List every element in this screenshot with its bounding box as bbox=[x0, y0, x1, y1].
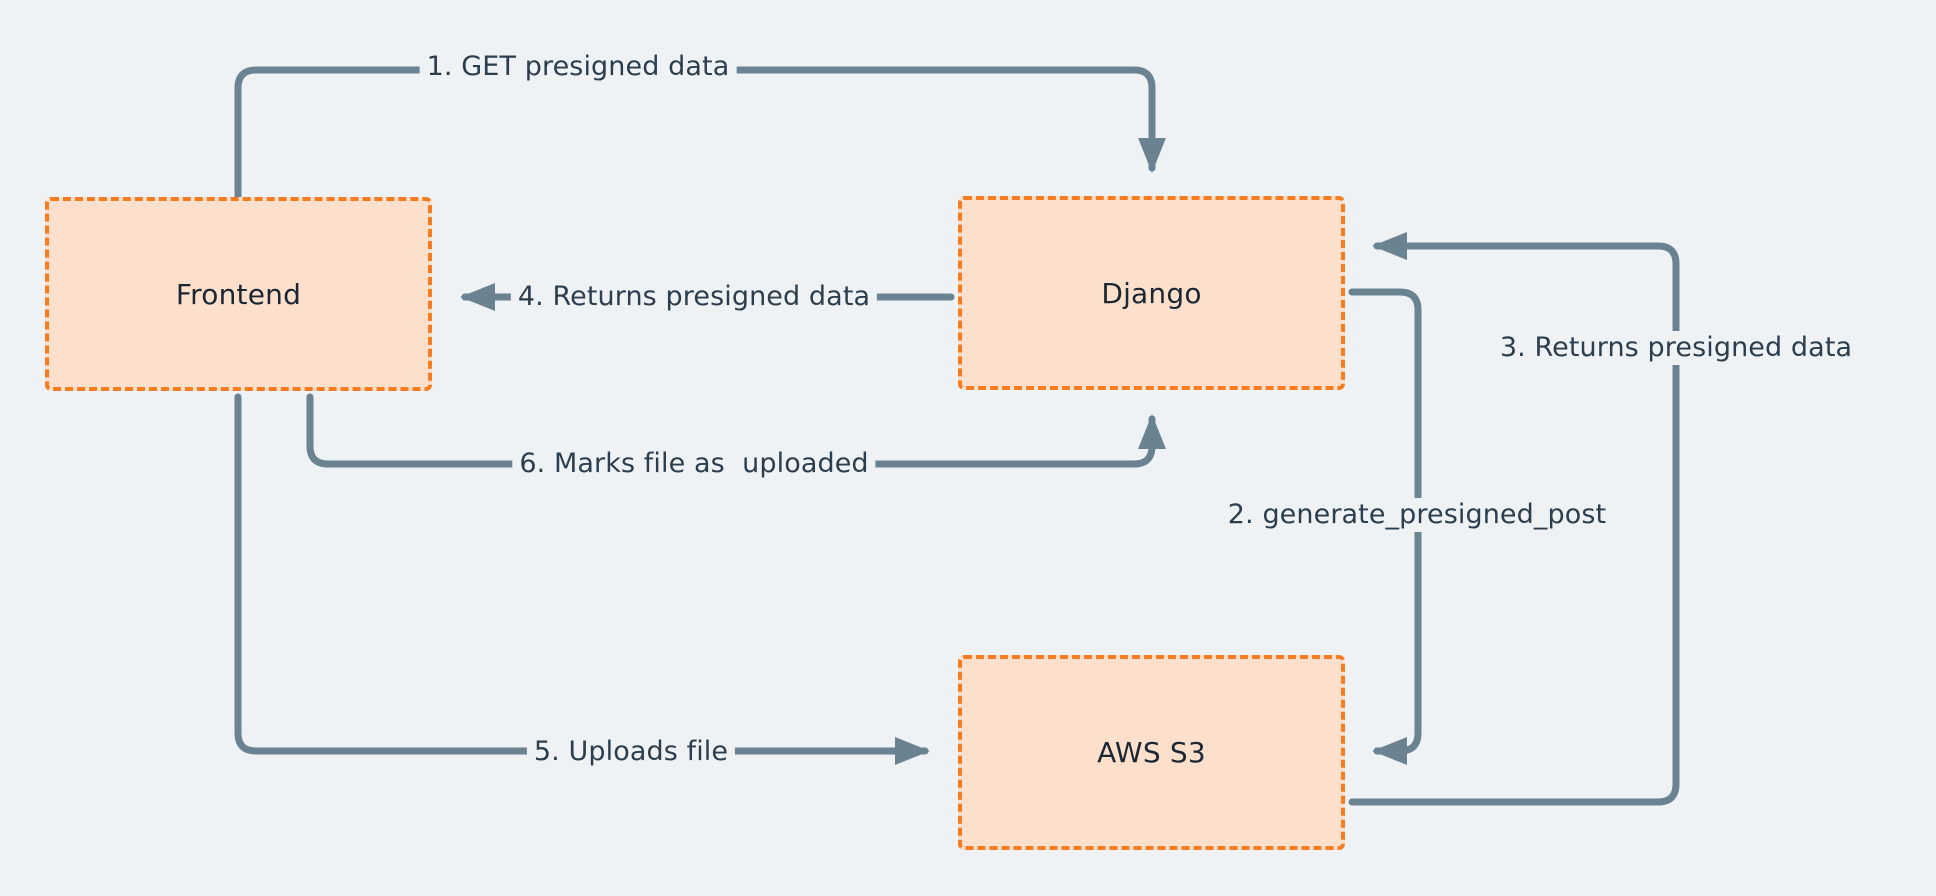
node-aws-s3-label: AWS S3 bbox=[1097, 736, 1206, 769]
node-frontend[interactable]: Frontend bbox=[45, 197, 432, 391]
edge-path-step3 bbox=[1348, 232, 1680, 806]
node-django[interactable]: Django bbox=[958, 196, 1345, 390]
edge-path-step5 bbox=[234, 393, 930, 765]
edge-label-step5: 5. Uploads file bbox=[526, 735, 736, 769]
edge-label-step6: 6. Marks file as uploaded bbox=[512, 447, 876, 481]
node-frontend-label: Frontend bbox=[175, 277, 302, 311]
node-django-label: Django bbox=[1101, 276, 1202, 310]
edge-path-step1 bbox=[234, 66, 1166, 200]
edge-label-step4: 4. Returns presigned data bbox=[510, 280, 878, 314]
edge-label-step2: 2. generate_presigned_post bbox=[1220, 498, 1614, 532]
edge-label-step1: 1. GET presigned data bbox=[419, 50, 737, 84]
edge-label-step3: 3. Returns presigned data bbox=[1492, 331, 1860, 365]
node-aws-s3[interactable]: AWS S3 bbox=[958, 655, 1345, 850]
